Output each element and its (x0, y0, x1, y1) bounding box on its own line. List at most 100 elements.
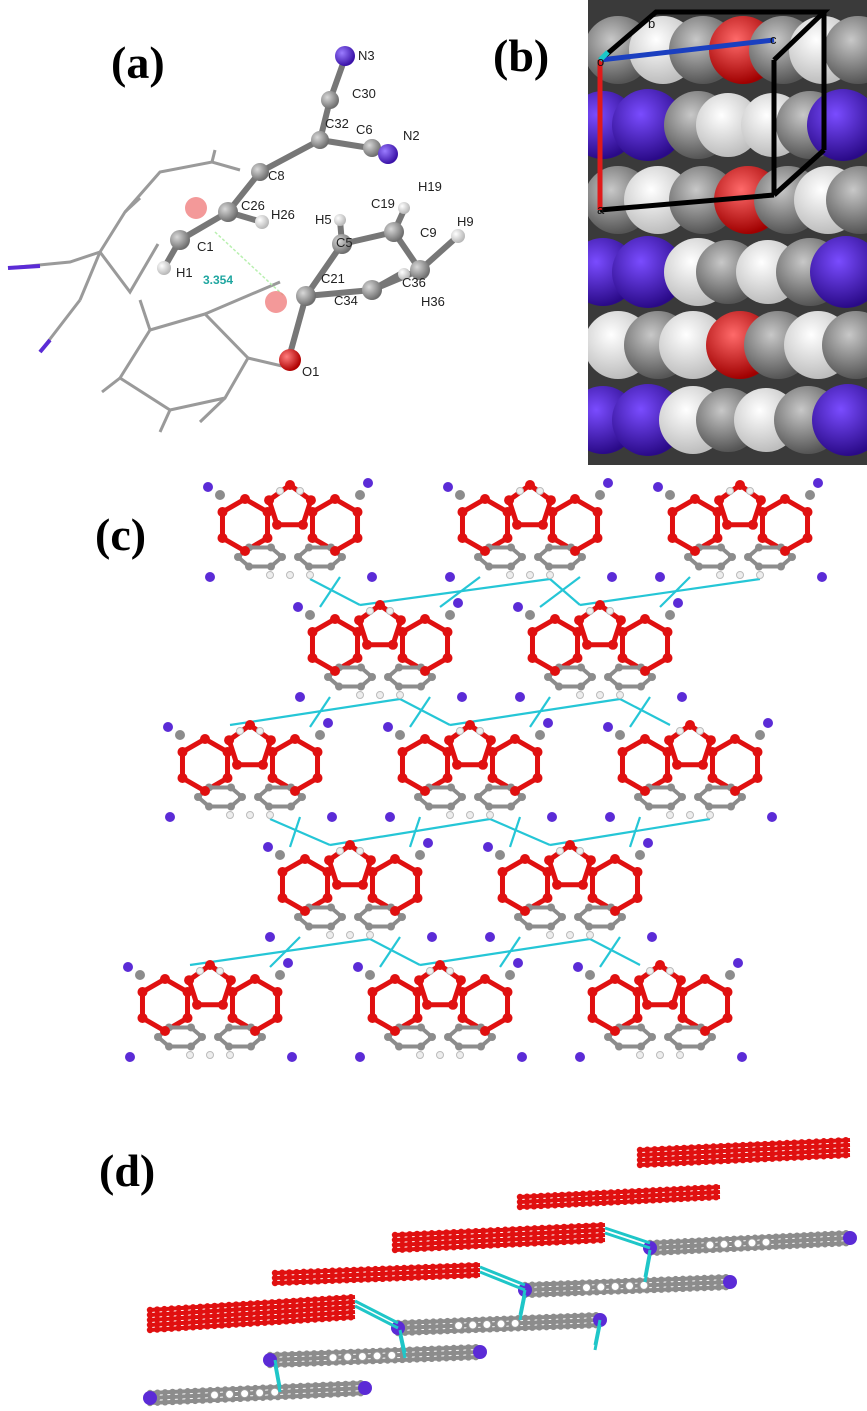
atom-label: C26 (241, 198, 265, 213)
atom-label: C8 (268, 168, 285, 183)
atom-label: H1 (176, 265, 193, 280)
contact-line (399, 698, 451, 726)
panel-c-packing (0, 465, 867, 1125)
molecule (603, 718, 777, 822)
contact-line (579, 577, 761, 607)
distance-label: 3.354 (203, 273, 233, 287)
atom-label: H26 (271, 207, 295, 222)
contact-line (379, 936, 401, 968)
contact-line (508, 816, 522, 848)
contact-line (549, 578, 581, 606)
contact-line (398, 1334, 407, 1359)
atom-label: C21 (321, 271, 345, 286)
layer-strip (391, 1222, 606, 1254)
atoms-a (157, 46, 465, 371)
contact-line (354, 1299, 399, 1325)
contact-line (593, 1324, 602, 1351)
layer-type-b (588, 384, 867, 456)
contact-line (354, 1304, 399, 1330)
contact-line (409, 696, 431, 728)
atom-label: H9 (457, 214, 474, 229)
molecule (513, 598, 687, 702)
layer-strip (636, 1137, 851, 1169)
layer-type-a (588, 16, 867, 84)
panel-a-molecule: N3 C30 C32 C6 N2 C8 C26 H26 C1 H1 H5 C19… (0, 0, 570, 460)
axis-label-a: a (597, 202, 605, 217)
atom-label: C32 (325, 116, 349, 131)
contact-line (604, 1226, 651, 1245)
panel-label-d: (d) (99, 1145, 156, 1196)
layer-strip (391, 1311, 607, 1337)
atom-label: O1 (302, 364, 319, 379)
contact-line (273, 1364, 282, 1393)
space-filling-svg: b o c a (588, 0, 867, 465)
wire-fragments (7, 149, 283, 433)
panel-label-a: (a) (111, 37, 165, 88)
layer-type-a (588, 166, 867, 234)
contact-line (189, 937, 371, 967)
contact-line (359, 577, 551, 607)
layer-strip (518, 1273, 737, 1299)
contact-line (539, 576, 581, 608)
molecule (163, 718, 337, 822)
contact-line (604, 1231, 651, 1250)
atom-label: C19 (371, 196, 395, 211)
panel-label-c: (c) (95, 509, 147, 560)
contact-line (643, 1254, 652, 1283)
axis-label-c: c (770, 32, 777, 47)
bonds-a (161, 55, 461, 357)
contact-line (619, 698, 671, 726)
atom-labels-a: N3 C30 C32 C6 N2 C8 C26 H26 C1 H1 H5 C19… (176, 48, 474, 379)
contact-line (589, 938, 641, 966)
layer-type-a (588, 311, 867, 379)
layer-strip (271, 1261, 481, 1287)
contact-line (629, 696, 651, 728)
atom-label: C9 (420, 225, 437, 240)
contact-line (229, 697, 401, 727)
molecule (123, 958, 297, 1062)
contact-line (288, 816, 302, 848)
axis-label-b: b (648, 16, 655, 31)
atom-label: C6 (356, 122, 373, 137)
molecule (383, 718, 557, 822)
contact-line (549, 817, 711, 847)
panel-d-layers (0, 1125, 867, 1411)
atom-label: N3 (358, 48, 375, 63)
contact-line (369, 938, 421, 966)
molecule (353, 958, 527, 1062)
axis-label-o: o (597, 54, 604, 69)
atom-label: C34 (334, 293, 358, 308)
layer-strip (516, 1184, 721, 1211)
contact-line (419, 937, 591, 967)
layer-strip (146, 1294, 356, 1334)
molecule (263, 838, 437, 942)
atom-label: C5 (336, 235, 353, 250)
atom-label: H36 (421, 294, 445, 309)
contact-line (319, 576, 341, 608)
contact-line (479, 1270, 526, 1292)
contact-line (449, 697, 621, 727)
contact-line (599, 936, 621, 968)
contact-line (479, 1265, 526, 1287)
layer-strip (643, 1230, 857, 1257)
contact-line (309, 578, 361, 606)
contact-line (329, 817, 491, 847)
atom-label: H5 (315, 212, 332, 227)
panel-b-stack: b o c a (588, 0, 867, 465)
atom-label: C1 (197, 239, 214, 254)
cell-axis-labels: b o c a (597, 16, 777, 217)
molecule (293, 598, 467, 702)
packing-network-svg (123, 478, 827, 1062)
contact-line (489, 817, 551, 847)
contact-line (518, 1294, 527, 1321)
atom-label: C30 (352, 86, 376, 101)
molecule-a-svg: N3 C30 C32 C6 N2 C8 C26 H26 C1 H1 H5 C19… (7, 46, 474, 433)
layer-type-b (588, 236, 867, 308)
atom-label: C36 (402, 275, 426, 290)
layer-strip (143, 1380, 372, 1407)
unit-cell (597, 9, 831, 213)
molecule (573, 958, 747, 1062)
atom-label: N2 (403, 128, 420, 143)
molecule (653, 478, 827, 582)
layer-side-view-svg (143, 1137, 857, 1407)
